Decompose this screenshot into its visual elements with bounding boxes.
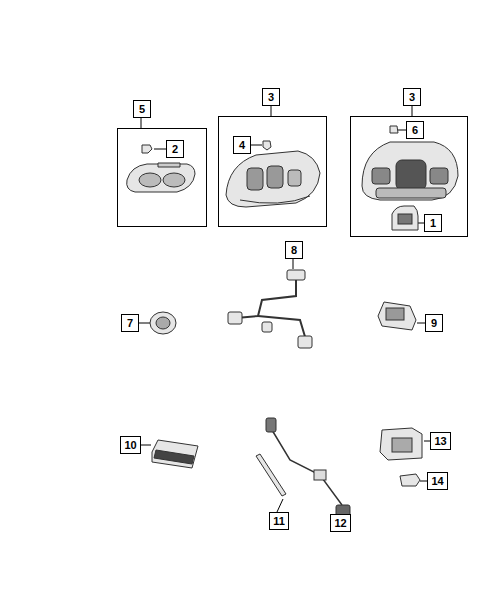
- part-drawing: [262, 322, 272, 332]
- part-drawing: [158, 163, 180, 167]
- callout-box: 10: [120, 436, 141, 454]
- part-drawing: [386, 308, 404, 320]
- part-drawing: [236, 278, 296, 318]
- part-drawing: [267, 166, 283, 188]
- part-drawing: [287, 270, 305, 280]
- part-drawing: [263, 141, 271, 150]
- part-drawing: [163, 173, 185, 187]
- callout-number: 13: [434, 434, 446, 448]
- callout-box: 14: [427, 472, 448, 490]
- part-drawing: [266, 418, 276, 432]
- part-drawing: [392, 206, 418, 230]
- callout-number: 11: [273, 514, 285, 528]
- callout-number: 3: [262, 88, 280, 106]
- callout-number: 5: [133, 100, 151, 118]
- leader-line: [277, 499, 283, 512]
- callout-number: 10: [124, 438, 136, 452]
- part-drawing: [272, 430, 342, 505]
- part-drawing: [154, 450, 194, 464]
- callout-box: 13: [430, 432, 451, 450]
- callout-box: 4: [233, 136, 251, 154]
- part-drawing: [400, 474, 420, 486]
- callout-number: 14: [431, 474, 443, 488]
- part-drawing: [376, 188, 446, 198]
- group-frame: 34: [218, 116, 327, 227]
- part-drawing: [150, 312, 176, 334]
- part-drawing: [256, 454, 286, 496]
- part-drawing: [152, 440, 198, 468]
- part-drawing: [139, 173, 161, 187]
- leader-line: [141, 118, 142, 128]
- part-drawing: [314, 470, 326, 480]
- callout-number: 3: [403, 88, 421, 106]
- callout-box: 12: [330, 514, 351, 532]
- part-drawing: [240, 196, 310, 203]
- part-drawing: [398, 214, 412, 224]
- callout-box: 2: [166, 140, 184, 158]
- part-drawing: [298, 336, 312, 348]
- part-drawing: [228, 312, 242, 324]
- part-drawing: [156, 317, 170, 329]
- part-drawing: [362, 142, 458, 200]
- callout-number: 7: [127, 316, 133, 330]
- group-frame: 52: [117, 128, 207, 227]
- part-drawing: [226, 151, 320, 207]
- callout-number: 6: [412, 123, 418, 137]
- callout-box: 8: [285, 241, 303, 259]
- part-drawing: [247, 168, 263, 190]
- leader-line: [412, 106, 413, 116]
- group-frame: 361: [350, 116, 468, 237]
- leader-line: [417, 323, 425, 324]
- part-drawing: [236, 278, 306, 340]
- leader-line: [420, 481, 427, 482]
- callout-number: 4: [239, 138, 245, 152]
- part-drawing: [378, 302, 416, 330]
- leader-line: [293, 259, 294, 269]
- callout-box: 6: [406, 121, 424, 139]
- part-drawing: [127, 164, 195, 192]
- callout-box: 9: [425, 314, 443, 332]
- part-drawing: [372, 168, 390, 184]
- leader-line: [398, 130, 406, 131]
- callout-box: 1: [424, 214, 442, 232]
- callout-number: 12: [334, 516, 346, 530]
- part-drawing: [392, 438, 412, 452]
- part-drawing: [380, 428, 422, 460]
- leader-line: [139, 323, 150, 324]
- callout-box: 11: [269, 512, 289, 530]
- part-drawing: [288, 170, 301, 186]
- callout-number: 2: [172, 142, 178, 156]
- leader-line: [271, 106, 272, 116]
- part-drawing: [127, 126, 458, 529]
- callout-box: 7: [121, 314, 139, 332]
- part-drawing: [390, 126, 398, 133]
- part-drawing: [142, 145, 152, 153]
- part-drawing: [396, 160, 426, 190]
- leader-line: [251, 145, 262, 146]
- callout-number: 8: [291, 243, 297, 257]
- callout-number: 9: [431, 316, 437, 330]
- leader-line: [154, 149, 166, 150]
- callout-number: 1: [430, 216, 436, 230]
- part-drawing: [430, 168, 448, 184]
